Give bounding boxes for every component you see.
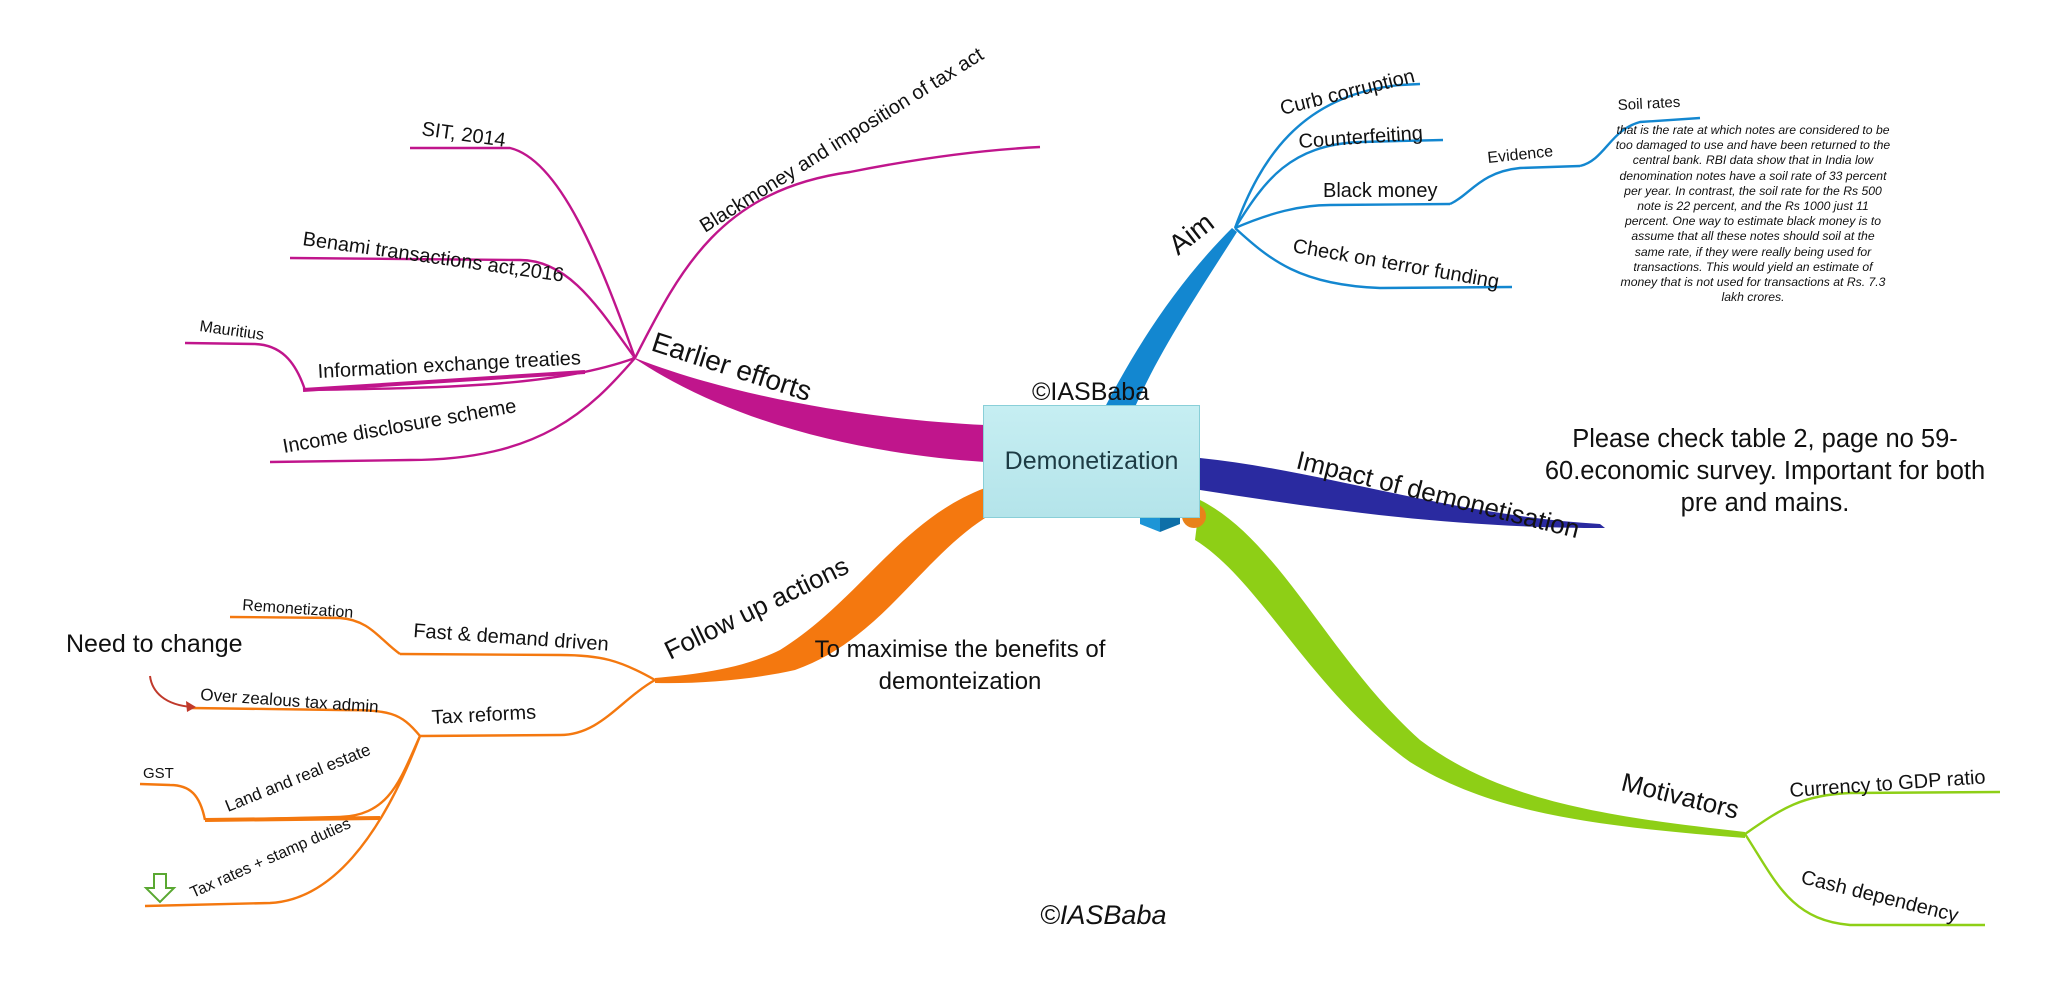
impact-note: Please check table 2, page no 59-60.econ… [1544, 425, 1986, 517]
earlier-efforts-sub-lines [184, 145, 1041, 464]
mauritius-line [184, 341, 307, 391]
watermark-top: ©IASBaba [1032, 378, 1150, 406]
need-change-note: Need to change [66, 630, 243, 658]
branch-earlier-efforts: Earlier efforts Blackmoney and impositio… [184, 43, 1041, 464]
mauritius-label: Mauritius [198, 318, 265, 344]
counterfeiting-label: Counterfeiting [1298, 122, 1424, 153]
land-real-estate-underline [204, 816, 381, 822]
currency-gdp-label: Currency to GDP ratio [1789, 766, 1986, 802]
earlier-efforts-main-connector [630, 356, 985, 462]
income-disclosure-line [269, 357, 636, 464]
info-exchange-line [304, 356, 636, 392]
aim-sub-lines [1233, 82, 1701, 290]
soil-rates-note: that is the rate at which notes are cons… [1615, 123, 1891, 305]
soil-rates-line [1579, 116, 1701, 168]
follow-up-note: To maximise the benefits of demonteizati… [814, 636, 1106, 695]
fast-demand-label: Fast & demand driven [413, 620, 610, 656]
need-change-arrowhead-icon [186, 701, 196, 712]
info-exchange-underline [302, 370, 586, 392]
counterfeiting-line [1233, 138, 1444, 229]
tax-rates-label: Tax rates + stamp duties [188, 815, 354, 901]
evidence-label: Evidence [1487, 143, 1554, 167]
benami-line [289, 256, 636, 359]
motivators-label: Motivators [1619, 767, 1743, 825]
blackmoney-label: Blackmoney and imposition of tax act [696, 43, 988, 237]
info-exchange-label: Information exchange treaties [317, 347, 581, 383]
evidence-line [1449, 164, 1581, 206]
currency-gdp-line [1744, 790, 2001, 835]
tax-reforms-label: Tax reforms [431, 702, 536, 729]
over-zealous-label: Over zealous tax admin [200, 685, 379, 716]
gst-label: GST [143, 765, 174, 782]
cash-dependency-label: Cash dependency [1799, 867, 1961, 927]
central-topic[interactable]: Demonetization [983, 405, 1200, 518]
watermark-bottom: ©IASBaba [1040, 900, 1167, 930]
terror-funding-label: Check on terror funding [1291, 235, 1501, 293]
motivators-sub-lines [1743, 790, 2001, 927]
curb-corruption-label: Curb corruption [1278, 65, 1417, 120]
central-topic-title: Demonetization [1004, 447, 1179, 475]
income-disclosure-label: Income disclosure scheme [281, 395, 518, 458]
soil-rates-label: Soil rates [1617, 94, 1680, 114]
branch-motivators: Motivators Currency to GDP ratio Cash de… [1195, 500, 2001, 927]
remonetization-line [229, 615, 401, 655]
cash-dependency-line [1743, 833, 1985, 927]
follow-up-sub-lines [139, 615, 656, 908]
branch-aim: Aim Curb corruption Counterfeiting Black… [1105, 65, 1701, 407]
tax-rates-line [144, 735, 422, 908]
impact-main-connector [1200, 458, 1605, 528]
land-real-estate-label: Land and real estate [222, 740, 373, 816]
tax-reforms-line [419, 678, 656, 738]
need-change-arrow-icon [149, 675, 193, 708]
blackmoney-line [633, 145, 1041, 359]
fast-demand-line [399, 652, 656, 682]
over-zealous-line [189, 706, 421, 737]
down-arrow-icon [143, 873, 177, 904]
terror-funding-line [1234, 227, 1513, 290]
curb-corruption-line [1233, 82, 1421, 229]
aim-main-connector [1105, 228, 1237, 407]
sit-line [410, 146, 637, 359]
black-money-label: Black money [1323, 180, 1438, 202]
black-money-line [1234, 202, 1451, 230]
gst-line [139, 782, 207, 821]
follow-up-main-connector [655, 488, 985, 684]
sit-label: SIT, 2014 [420, 118, 507, 152]
